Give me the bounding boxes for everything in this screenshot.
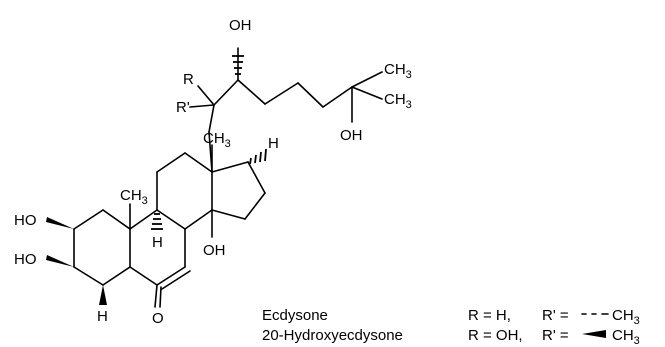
ch3-label: CH3 [203, 130, 231, 150]
side-chain [189, 47, 383, 173]
legend-r-value: R = OH, [468, 327, 523, 344]
bond [211, 161, 249, 173]
legend-wedge-bond [582, 330, 606, 338]
oh-label: OH [229, 17, 252, 34]
wedge-bond [46, 255, 74, 267]
ring-b [129, 209, 191, 290]
r-prime-label: R' [176, 99, 190, 116]
hash-stroke [249, 157, 252, 165]
bond [213, 79, 239, 106]
bond [189, 104, 215, 108]
ch3-label: CH3 [120, 187, 148, 207]
bond [211, 209, 246, 220]
bond [156, 152, 186, 173]
bond [73, 266, 104, 286]
bond [184, 209, 213, 230]
legend: Ecdysone R = H, R' = CH3 20-Hydroxyecdys… [262, 307, 640, 347]
ho-label: HO [14, 212, 37, 229]
bond [351, 71, 383, 88]
bond [102, 266, 131, 286]
legend-r-value: R = H, [468, 307, 511, 324]
bond [129, 266, 158, 286]
ch3-label: CH3 [384, 91, 412, 111]
h-label: H [97, 308, 108, 325]
ho-label: HO [14, 251, 37, 268]
bond [237, 79, 266, 105]
h-label: H [268, 135, 279, 152]
hash-stroke [254, 154, 257, 164]
bond [197, 85, 215, 106]
bond [264, 82, 299, 105]
bond [129, 209, 158, 230]
bond [208, 104, 215, 133]
bond [351, 86, 383, 100]
legend-ch3: CH3 [612, 307, 640, 327]
bond [154, 284, 158, 308]
bond [247, 161, 266, 194]
legend-compound-name: 20-Hydroxyecdysone [262, 327, 403, 344]
atom-labels: OH CH3 CH3 OH R R' CH3 H CH3 H OH HO HO … [14, 17, 412, 327]
oh-label: OH [340, 127, 363, 144]
bond [102, 209, 131, 230]
substituent-bonds [129, 144, 213, 308]
hash-stroke [259, 151, 262, 163]
bond [161, 270, 191, 290]
ring-c [156, 152, 213, 230]
r-label: R [183, 71, 194, 88]
wedge-bond [46, 217, 74, 229]
ring-a [73, 209, 131, 286]
o-label: O [152, 310, 164, 327]
hashed-bonds [151, 55, 267, 230]
legend-r-prime: R' = [542, 327, 569, 344]
bond [156, 209, 186, 230]
legend-ch3: CH3 [612, 327, 640, 347]
bond [322, 86, 353, 108]
legend-r-prime: R' = [542, 307, 569, 324]
ch3-label: CH3 [384, 61, 412, 81]
wedge-bonds [46, 217, 107, 305]
bond [297, 82, 324, 108]
oh-label: OH [203, 242, 226, 259]
h-label: H [152, 234, 163, 251]
hash-stroke [264, 148, 267, 162]
wedge-bond [99, 285, 107, 305]
bond [184, 152, 213, 173]
bond [156, 266, 186, 286]
legend-compound-name: Ecdysone [262, 307, 328, 324]
bond [73, 209, 104, 230]
bond [244, 192, 266, 220]
ring-d [211, 161, 266, 220]
bond [159, 286, 162, 308]
